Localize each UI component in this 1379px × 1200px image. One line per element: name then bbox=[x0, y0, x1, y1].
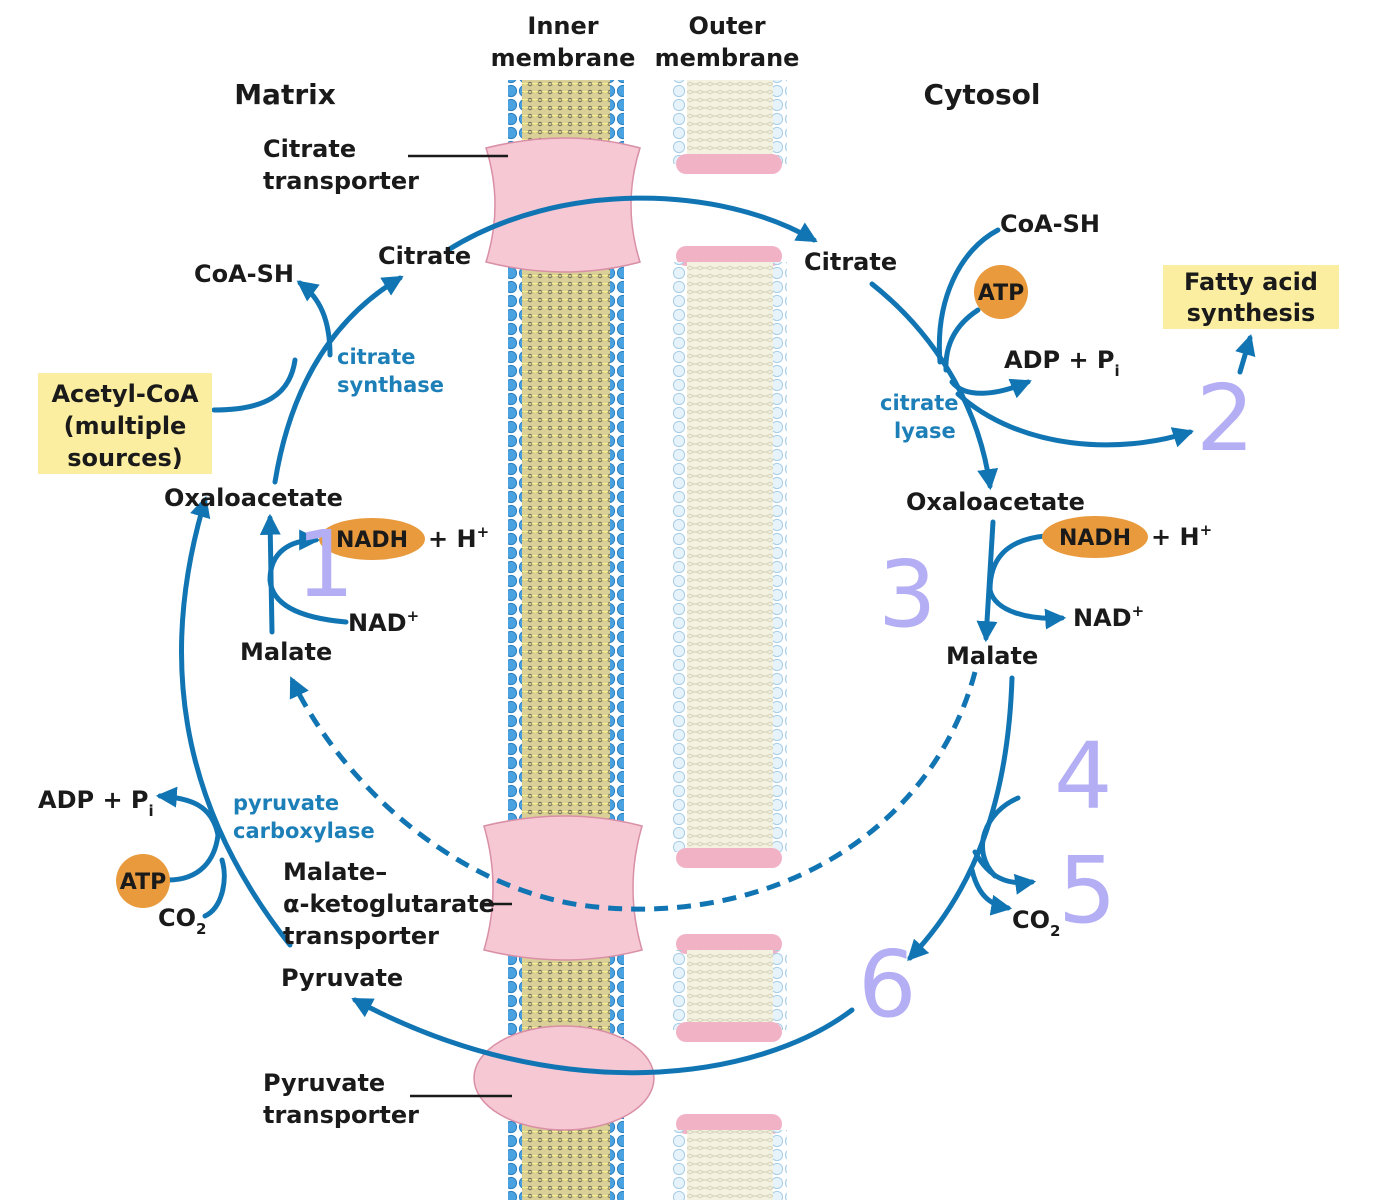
arrow-atp-in-cytosol bbox=[943, 307, 981, 373]
acetyl-coa-box bbox=[38, 373, 212, 474]
arrow-adp-out-matrix bbox=[155, 786, 221, 838]
cytosol-atp-label: ATP bbox=[978, 281, 1024, 306]
cytosol-header: Cytosol bbox=[924, 78, 1041, 111]
inner-membrane-header-2: membrane bbox=[491, 44, 636, 72]
cytosol-malate-label: Malate bbox=[946, 642, 1038, 670]
acetyl-coa-label-3: sources) bbox=[67, 444, 182, 472]
arrow-acetyl-coa-to-fatty-acid bbox=[955, 391, 1194, 448]
cytosol-nad-label: NAD+ bbox=[1073, 602, 1144, 632]
acetyl-coa-label-1: Acetyl-CoA bbox=[51, 380, 198, 408]
matrix-nad-label: NAD+ bbox=[348, 607, 419, 637]
arrow-pyruvate-import bbox=[351, 997, 855, 1076]
pyruvate-transporter-shape bbox=[473, 1025, 655, 1131]
matrix-atp-label: ATP bbox=[120, 870, 166, 895]
malate-transporter-label-1: Malate– bbox=[283, 858, 387, 886]
arrow-citrate-export bbox=[445, 195, 818, 253]
citrate-transporter-label-2: transporter bbox=[263, 167, 419, 195]
arrow-coa-sh-in-cytosol bbox=[936, 227, 1001, 365]
handwritten-number-3: 3 bbox=[878, 541, 937, 648]
arrow-acetyl-coa-in bbox=[211, 357, 298, 413]
matrix-header: Matrix bbox=[234, 78, 336, 111]
malate-transporter-label-2: α-ketoglutarate bbox=[283, 890, 495, 918]
matrix-malate-label: Malate bbox=[240, 638, 332, 666]
inner-membrane-header-1: Inner bbox=[527, 12, 598, 40]
handwritten-number-1: 1 bbox=[296, 511, 355, 618]
pyruvate-carboxylase-label-1: pyruvate bbox=[233, 791, 339, 815]
fatty-acid-box bbox=[1163, 265, 1339, 329]
citrate-lyase-label-2: lyase bbox=[894, 419, 956, 443]
arrow-co2-out-branch-a bbox=[972, 849, 1037, 895]
nadh-pill-cytosol bbox=[1042, 516, 1148, 558]
arrow-nadh-in-cytosol bbox=[987, 533, 1048, 593]
arrow-malate-return-dashed bbox=[289, 671, 978, 912]
matrix-co2-label: CO2 bbox=[158, 904, 206, 938]
atp-pill-cytosol bbox=[974, 265, 1028, 319]
arrow-oxaloacetate-to-citrate bbox=[272, 275, 404, 485]
arrow-co2-out-branch-b bbox=[969, 867, 1013, 916]
cytosol-citrate-label: Citrate bbox=[804, 248, 897, 276]
pyruvate-transporter-label-1: Pyruvate bbox=[263, 1069, 385, 1097]
handwritten-number-6: 6 bbox=[858, 931, 917, 1038]
arrow-co2-out-cytosol bbox=[980, 795, 1021, 879]
handwritten-number-2: 2 bbox=[1196, 365, 1255, 472]
arrow-nad-in-matrix bbox=[267, 577, 349, 625]
outer-membrane bbox=[673, 80, 787, 1200]
cytosol-h-plus-label: + H+ bbox=[1151, 521, 1212, 551]
handwritten-number-5: 5 bbox=[1058, 837, 1117, 944]
malate-transporter-label-3: transporter bbox=[283, 922, 439, 950]
arrow-to-fatty-acid-box bbox=[1235, 333, 1256, 375]
arrow-co2-in bbox=[202, 857, 227, 919]
arrow-coa-sh-out bbox=[296, 280, 333, 358]
arrow-adp-out-cytosol bbox=[949, 378, 1032, 399]
matrix-pyruvate-label: Pyruvate bbox=[281, 964, 403, 992]
citrate-transporter-label-1: Citrate bbox=[263, 135, 356, 163]
cytosol-co2-label: CO2 bbox=[1012, 906, 1060, 940]
cytosol-adp-pi-label: ADP + Pi bbox=[1004, 346, 1120, 380]
cytosol-oxaloacetate-label: Oxaloacetate bbox=[906, 488, 1085, 516]
cytosol-nadh-label: NADH bbox=[1059, 526, 1131, 551]
outer-membrane-header-2: membrane bbox=[655, 44, 800, 72]
arrow-pyruvate-to-oxaloacetate bbox=[179, 495, 293, 948]
citrate-synthase-label-1: citrate bbox=[337, 345, 416, 369]
malate-transporter-shape bbox=[483, 815, 643, 961]
fatty-acid-label-1: Fatty acid bbox=[1184, 268, 1318, 296]
matrix-nadh-label: NADH bbox=[336, 528, 408, 553]
nadh-pill-matrix bbox=[319, 518, 425, 560]
arrow-nadh-out-matrix bbox=[267, 529, 321, 583]
matrix-h-plus-label: + H+ bbox=[428, 523, 489, 553]
pyruvate-transporter-label-2: transporter bbox=[263, 1101, 419, 1129]
fatty-acid-label-2: synthesis bbox=[1187, 299, 1316, 327]
cytosol-coa-sh-label: CoA-SH bbox=[1000, 210, 1100, 238]
arrow-atp-in bbox=[165, 832, 221, 883]
matrix-adp-pi-label: ADP + Pi bbox=[38, 786, 154, 820]
acetyl-coa-label-2: (multiple bbox=[64, 412, 187, 440]
atp-pill-matrix bbox=[116, 854, 170, 908]
arrow-nad-out-cytosol bbox=[987, 587, 1067, 630]
citrate-lyase-label-1: citrate bbox=[880, 391, 959, 415]
handwritten-number-4: 4 bbox=[1054, 723, 1113, 830]
pyruvate-carboxylase-label-2: carboxylase bbox=[233, 819, 375, 843]
outer-membrane-header-1: Outer bbox=[688, 12, 765, 40]
matrix-coa-sh-label: CoA-SH bbox=[194, 260, 294, 288]
matrix-citrate-label: Citrate bbox=[378, 242, 471, 270]
citrate-synthase-label-2: synthase bbox=[337, 373, 444, 397]
arrow-malate-to-pyruvate bbox=[907, 675, 1015, 962]
matrix-oxaloacetate-label: Oxaloacetate bbox=[164, 484, 343, 512]
